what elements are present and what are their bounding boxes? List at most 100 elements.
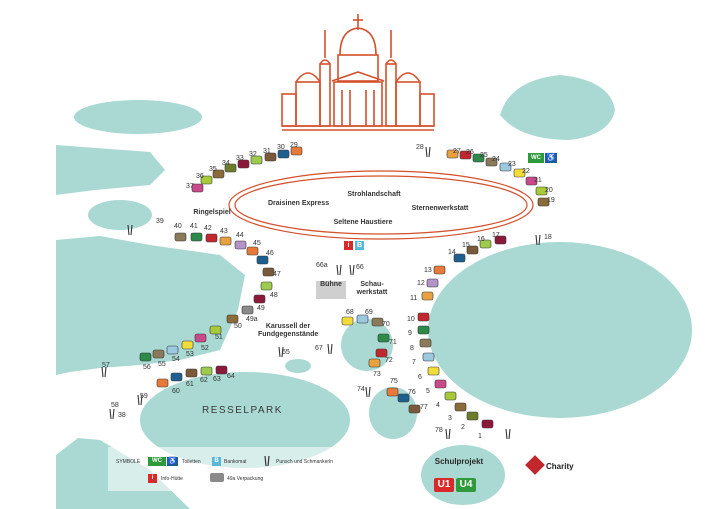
stall-number-75: 75 <box>390 378 398 385</box>
green-area-left-upper <box>56 145 165 195</box>
stall-number-8: 8 <box>410 345 414 352</box>
schauwerkstatt-label: Schau-werkstatt <box>356 281 388 297</box>
stall-box-71 <box>377 333 390 343</box>
stall-box-32 <box>250 155 263 165</box>
legend-title: SYMBOLE <box>116 459 141 465</box>
punsch-icon <box>365 386 371 398</box>
stall-box-23 <box>499 162 512 172</box>
stall-box-30 <box>277 149 290 159</box>
punsch-icon <box>278 346 284 358</box>
stall-box-25 <box>472 153 485 163</box>
stall-number-26: 26 <box>466 149 474 156</box>
green-areas <box>56 75 692 509</box>
stall-box-60 <box>156 378 169 388</box>
stall-number-62: 62 <box>200 377 208 384</box>
punsch-icon <box>109 408 115 420</box>
stall-box-69 <box>356 314 369 324</box>
sternenwerkstatt-label: Sternenwerkstatt <box>411 205 469 212</box>
stall-number-60: 60 <box>172 388 180 395</box>
stall-number-70: 70 <box>382 321 390 328</box>
stall-number-31: 31 <box>263 148 271 155</box>
stall-number-32: 32 <box>249 151 257 158</box>
stall-number-76: 76 <box>408 389 416 396</box>
stall-number-54: 54 <box>172 356 180 363</box>
stall-number-66a: 66a <box>316 262 328 269</box>
stall-number-39: 39 <box>156 218 164 225</box>
green-area-schulprojekt <box>421 445 505 505</box>
stall-number-5: 5 <box>426 388 430 395</box>
stall-box-20 <box>535 186 548 196</box>
karlskirche-illustration <box>281 14 435 131</box>
schulprojekt-label: Schulprojekt <box>434 457 484 466</box>
legend-verpackung: 49a Verpackung <box>227 476 264 482</box>
stall-number-1: 1 <box>478 433 482 440</box>
punsch-icon <box>127 224 133 236</box>
stall-number-17: 17 <box>492 232 500 239</box>
stall-box-52 <box>194 333 207 343</box>
stall-number-22: 22 <box>522 168 530 175</box>
punsch-icon <box>445 428 451 440</box>
stall-box-24 <box>485 157 498 167</box>
stall-number-53: 53 <box>186 351 194 358</box>
stall-number-56: 56 <box>143 364 151 371</box>
stall-number-40: 40 <box>174 223 182 230</box>
stall-number-61: 61 <box>186 381 194 388</box>
stall-number-67: 67 <box>315 345 323 352</box>
stall-number-25: 25 <box>480 152 488 159</box>
stall-number-47: 47 <box>273 271 281 278</box>
stall-box-76 <box>397 393 410 403</box>
stall-box-22 <box>513 168 526 178</box>
stall-number-66: 66 <box>356 264 364 271</box>
green-area-small-65 <box>285 359 311 373</box>
stall-box-14 <box>453 253 466 263</box>
stall-number-73: 73 <box>373 371 381 378</box>
stall-number-48: 48 <box>270 292 278 299</box>
stall-box-75 <box>386 387 399 397</box>
oval-tracks <box>228 170 534 240</box>
stall-number-64: 64 <box>227 373 235 380</box>
stall-number-20: 20 <box>545 187 553 194</box>
punsch-icon <box>535 234 541 246</box>
stall-box-21 <box>525 176 538 186</box>
stall-number-43: 43 <box>220 228 228 235</box>
stall-number-6: 6 <box>418 374 422 381</box>
stall-number-10: 10 <box>407 316 415 323</box>
stall-box-27 <box>446 149 459 159</box>
stall-box-61 <box>170 372 183 382</box>
stall-number-46: 46 <box>266 250 274 257</box>
stall-number-28: 28 <box>416 144 424 151</box>
stall-number-21: 21 <box>534 177 542 184</box>
legend-toilets: Toiletten <box>182 459 201 465</box>
legend-wc-icon: WC <box>148 457 166 466</box>
stall-box-4 <box>444 391 457 401</box>
stall-box-29 <box>290 146 303 156</box>
stall-number-78: 78 <box>435 427 443 434</box>
stall-box-40 <box>174 232 187 242</box>
stall-box-56 <box>139 352 152 362</box>
u4-sign: U4 <box>456 478 476 492</box>
stall-number-24: 24 <box>492 156 500 163</box>
stall-box-37 <box>191 183 204 193</box>
stall-box-43 <box>219 236 232 246</box>
stall-number-45: 45 <box>253 240 261 247</box>
stall-box-54 <box>166 345 179 355</box>
green-area-right-large <box>428 242 692 418</box>
stall-number-18: 18 <box>544 234 552 241</box>
charity-label: Charity <box>546 462 574 471</box>
stall-number-14: 14 <box>448 249 456 256</box>
haustiere-label: Seltene Haustiere <box>333 219 393 226</box>
punsch-icon <box>349 264 355 276</box>
stall-number-33: 33 <box>236 155 244 162</box>
legend-info: Info-Hütte <box>161 476 183 482</box>
stall-box-2 <box>466 411 479 421</box>
draisinen-label: Draisinen Express <box>268 200 330 207</box>
stall-number-77: 77 <box>420 404 428 411</box>
stall-number-52: 52 <box>201 345 209 352</box>
stall-number-4: 4 <box>436 402 440 409</box>
stall-number-34: 34 <box>222 160 230 167</box>
stall-box-44 <box>234 240 247 250</box>
stall-number-23: 23 <box>508 161 516 168</box>
stall-box-51 <box>209 325 222 335</box>
stall-number-7: 7 <box>412 359 416 366</box>
